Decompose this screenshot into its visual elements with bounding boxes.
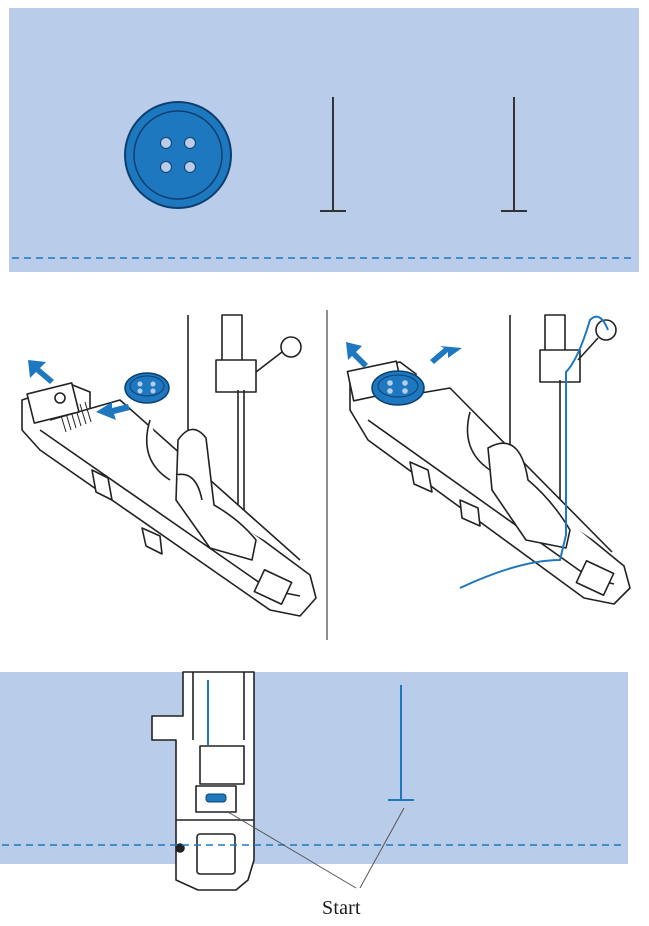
- button-icon: [124, 101, 232, 209]
- needle-icon: [205, 793, 227, 803]
- buttonhole-foot-icon: [21, 314, 317, 617]
- buttonhole-mark-1: [320, 97, 346, 212]
- buttonhole-mark: [388, 685, 414, 801]
- fabric-panel-bottom: [0, 672, 628, 864]
- top-panel-content: [12, 97, 636, 259]
- arrow-icon: [28, 360, 130, 420]
- button-icon: [371, 370, 425, 406]
- arrow-icon: [346, 342, 462, 368]
- bottom-panel-content: [2, 671, 626, 891]
- buttonhole-foot-icon: [346, 314, 631, 605]
- leader-lines: [227, 807, 405, 889]
- buttonhole-mark-2: [501, 97, 527, 212]
- buttonhole-foot-icon: [151, 671, 255, 891]
- thread-icon: [459, 315, 609, 589]
- button-icon: [124, 372, 170, 404]
- start-label: Start: [322, 897, 361, 919]
- fabric-panel-top: [9, 8, 639, 272]
